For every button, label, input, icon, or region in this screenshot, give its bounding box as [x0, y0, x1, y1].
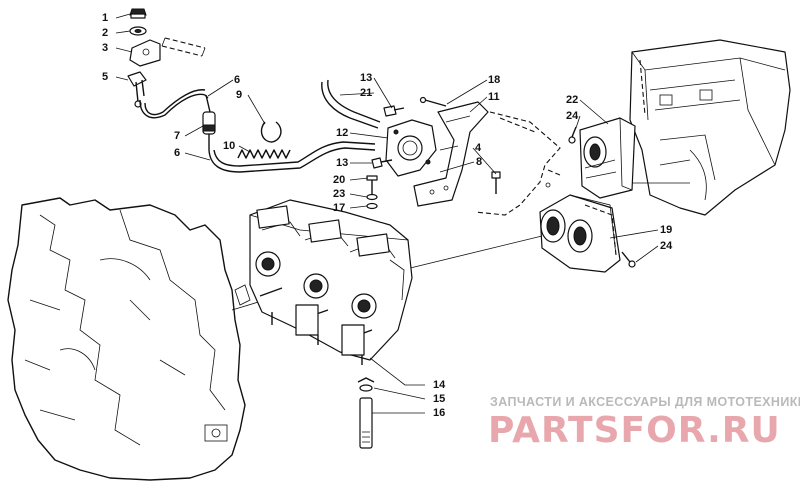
- fuel-hoses: [139, 89, 376, 173]
- callout-9: 9: [236, 89, 242, 101]
- carburetor-assembly: [249, 199, 413, 365]
- air-intake-upper: [568, 117, 636, 199]
- callout-13-upper: 13: [360, 72, 372, 84]
- callout-6-upper: 6: [234, 74, 240, 86]
- callout-21: 21: [360, 87, 372, 99]
- callout-18: 18: [488, 74, 500, 86]
- callout-19: 19: [660, 224, 672, 236]
- callout-24-lower: 24: [660, 240, 673, 252]
- callout-16: 16: [433, 407, 445, 419]
- callout-14: 14: [433, 379, 446, 391]
- leader-lines: [115, 13, 659, 414]
- callout-10: 10: [223, 140, 235, 152]
- callout-6-lower: 6: [174, 147, 180, 159]
- airbox: [629, 39, 791, 216]
- watermark-logo: PARTSFOR.RU: [488, 410, 781, 451]
- callout-15: 15: [433, 393, 445, 405]
- callout-11: 11: [488, 91, 500, 103]
- callout-12: 12: [336, 127, 348, 139]
- callout-20: 20: [333, 174, 345, 186]
- callout-7: 7: [174, 130, 180, 142]
- watermark: ЗАПЧАСТИ И АКСЕССУАРЫ ДЛЯ МОТОТЕХНИКИ PA…: [488, 395, 800, 451]
- callout-labels: 1 2 3 5 6 9 7 10 6 13 21 18 11 12 4 13 8…: [102, 12, 673, 419]
- throttle-bracket-assembly: [321, 79, 561, 216]
- callout-4: 4: [475, 142, 482, 154]
- callout-17: 17: [333, 202, 345, 214]
- callout-22: 22: [566, 94, 578, 106]
- callout-1: 1: [102, 12, 108, 24]
- callout-8: 8: [476, 156, 482, 168]
- callout-13-lower: 13: [336, 157, 348, 169]
- drain-hose-assembly: [357, 377, 375, 449]
- callout-2: 2: [102, 27, 108, 39]
- callout-24-upper: 24: [566, 110, 579, 122]
- callout-5: 5: [102, 71, 108, 83]
- air-intake-lower: [539, 194, 636, 273]
- mounting-bracket-assembly: [127, 8, 206, 108]
- callout-23: 23: [333, 188, 345, 200]
- callout-3: 3: [102, 42, 108, 54]
- watermark-subtitle: ЗАПЧАСТИ И АКСЕССУАРЫ ДЛЯ МОТОТЕХНИКИ: [490, 395, 800, 409]
- engine-block: [7, 197, 251, 481]
